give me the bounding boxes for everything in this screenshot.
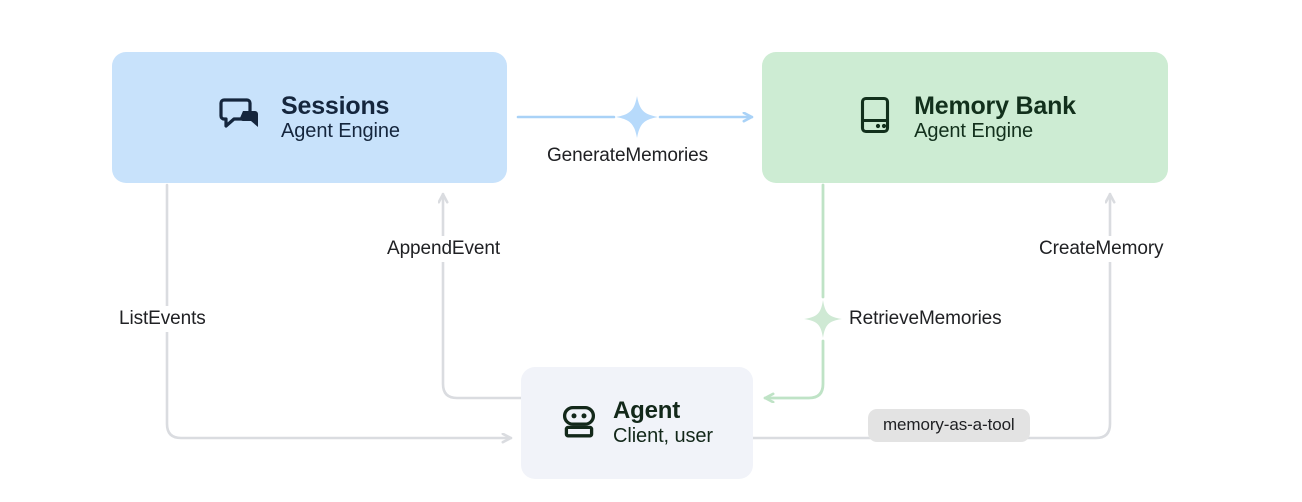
edge-label-retrieve-memories: RetrieveMemories [849, 308, 1002, 329]
chat-bubbles-icon [219, 93, 263, 142]
edge-generate-memories [516, 96, 754, 138]
edge-label-list-events: ListEvents [113, 306, 212, 332]
sparkle-icon [616, 96, 658, 138]
edge-label-append-event: AppendEvent [381, 236, 506, 262]
memory-bank-icon [854, 94, 896, 141]
node-memory-bank-title: Memory Bank [914, 92, 1076, 121]
badge-memory-as-a-tool: memory-as-a-tool [868, 409, 1030, 442]
edge-label-generate-memories: GenerateMemories [541, 143, 715, 169]
edge-label-create-memory: CreateMemory [1033, 236, 1170, 262]
edge-retrieve-memories [763, 183, 842, 398]
edge-list-events [165, 183, 513, 438]
node-sessions[interactable]: Sessions Agent Engine [112, 52, 507, 183]
edge-append-event [443, 192, 523, 400]
node-agent[interactable]: Agent Client, user [521, 367, 753, 479]
node-agent-title: Agent [613, 397, 681, 425]
node-agent-subtitle: Client, user [613, 425, 713, 448]
node-memory-bank[interactable]: Memory Bank Agent Engine [762, 52, 1168, 183]
node-sessions-subtitle: Agent Engine [281, 120, 400, 143]
node-memory-bank-subtitle: Agent Engine [914, 120, 1034, 143]
node-sessions-title: Sessions [281, 92, 390, 121]
edge-create-memory [751, 192, 1110, 440]
sparkle-icon [804, 300, 842, 338]
robot-icon [561, 403, 597, 444]
